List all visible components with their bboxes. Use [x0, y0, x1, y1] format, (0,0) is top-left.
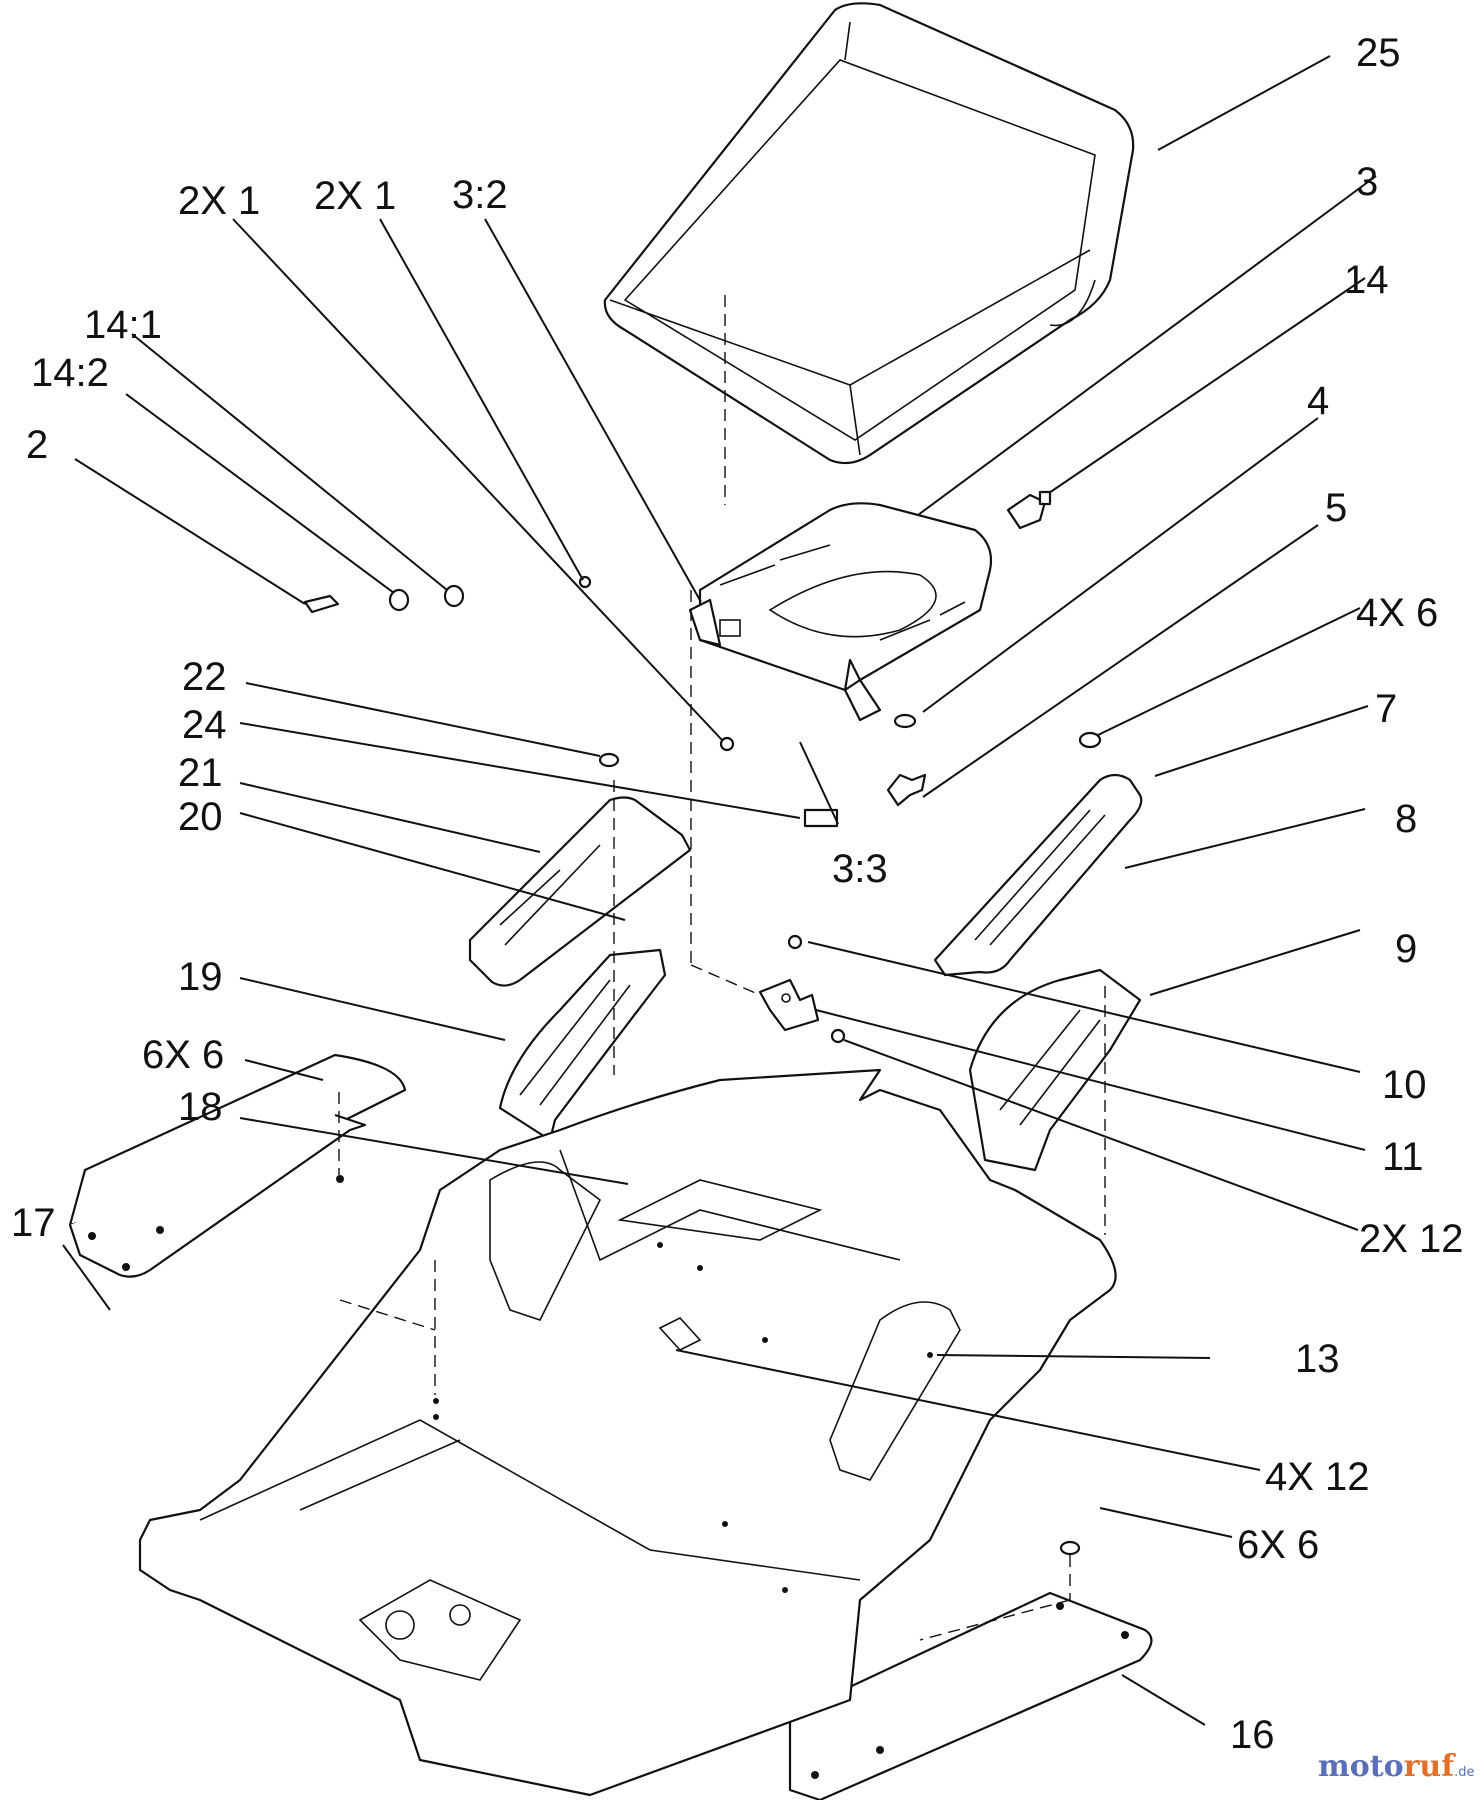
alignment-lines — [338, 295, 1106, 1641]
seat-bracket-part — [758, 934, 846, 1044]
knob-washer-part — [886, 713, 927, 807]
small-hardware-left — [303, 575, 735, 752]
callout-14-2: 14:2 — [31, 351, 109, 395]
callout-3-2: 3:2 — [452, 173, 508, 217]
callout-19: 19 — [178, 955, 223, 999]
callout-18: 18 — [178, 1085, 223, 1129]
callout-9: 9 — [1395, 927, 1417, 971]
watermark-part1: moto — [1318, 1749, 1404, 1784]
fender-body-part — [138, 1068, 1117, 1797]
callout-3: 3 — [1356, 160, 1378, 204]
callout-8: 8 — [1395, 797, 1417, 841]
callout-11: 11 — [1382, 1135, 1424, 1179]
svg-text:motoruf.de: motoruf.de — [1318, 1749, 1475, 1784]
callout-labels: 25 3 14 2X 1 2X 1 3:2 14:1 14:2 2 4 5 4X… — [11, 31, 1464, 1757]
callout-14: 14 — [1344, 258, 1389, 302]
callout-16: 16 — [1230, 1713, 1275, 1757]
left-panel-part — [68, 1053, 407, 1278]
callout-4x-6: 4X 6 — [1356, 591, 1438, 635]
callout-20: 20 — [178, 795, 223, 839]
callout-24: 24 — [182, 703, 227, 747]
seat-part — [603, 2, 1135, 465]
watermark-suffix: .de — [1454, 1765, 1474, 1780]
leader-lines — [62, 55, 1377, 1726]
seat-switch-part — [1006, 490, 1052, 530]
right-panel-part — [788, 1591, 1153, 1800]
callout-5: 5 — [1325, 486, 1347, 530]
callout-2x-1-a: 2X 1 — [178, 179, 260, 223]
left-fender-cover-part — [498, 948, 667, 1142]
callout-13: 13 — [1295, 1337, 1340, 1381]
callout-10: 10 — [1382, 1063, 1427, 1107]
callout-7: 7 — [1375, 687, 1397, 731]
callout-4: 4 — [1307, 379, 1329, 423]
callout-2x-12: 2X 12 — [1359, 1217, 1464, 1261]
watermark-part2: ruf — [1404, 1749, 1457, 1784]
callout-4x-12: 4X 12 — [1265, 1455, 1370, 1499]
callout-6x-6-a: 6X 6 — [142, 1033, 224, 1077]
callout-2: 2 — [26, 423, 48, 467]
callout-21: 21 — [178, 751, 223, 795]
right-pad-part — [933, 731, 1143, 977]
callout-2x-1-b: 2X 1 — [314, 174, 396, 218]
callout-3-3: 3:3 — [832, 847, 888, 891]
callout-6x-6-b: 6X 6 — [1237, 1523, 1319, 1567]
callout-17: 17 — [11, 1201, 56, 1245]
callout-22: 22 — [182, 655, 227, 699]
callout-14-1: 14:1 — [84, 303, 162, 347]
left-pad-plate-part — [468, 752, 839, 987]
seat-pan-part — [688, 502, 993, 722]
watermark-logo: motoruf.de — [1318, 1749, 1475, 1784]
callout-25: 25 — [1356, 31, 1401, 75]
